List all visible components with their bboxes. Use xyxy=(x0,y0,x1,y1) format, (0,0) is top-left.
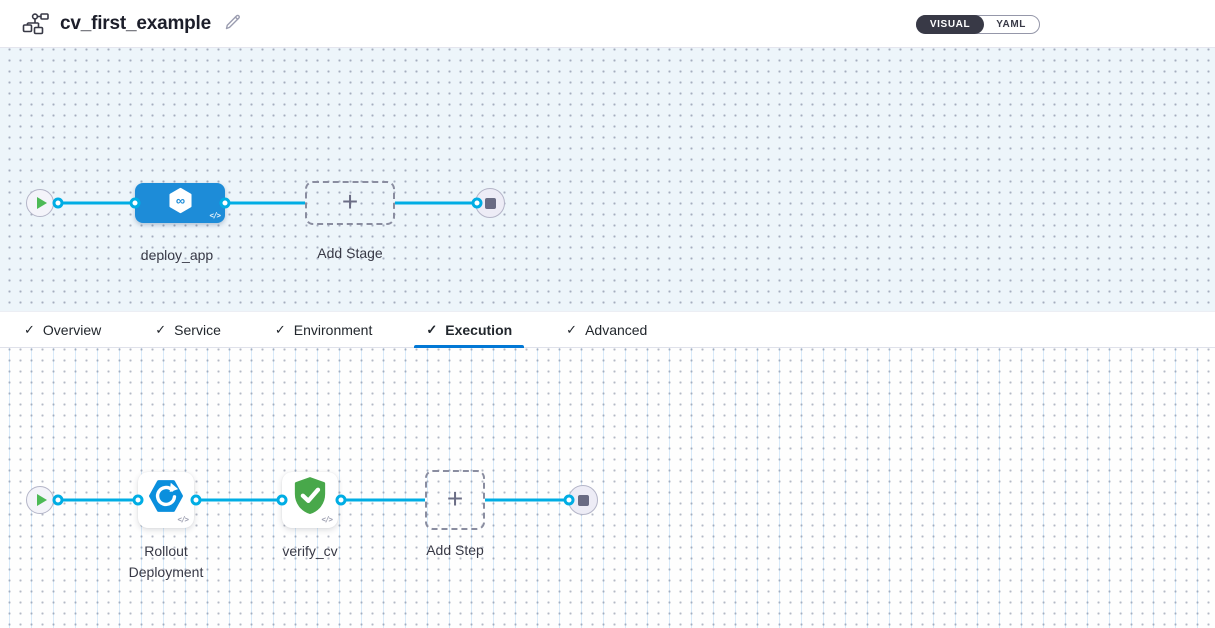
play-icon xyxy=(37,494,47,506)
step-label: verify_cv xyxy=(282,543,338,559)
tab-label: Advanced xyxy=(585,321,648,338)
check-icon: ✓ xyxy=(566,321,578,337)
connector-port xyxy=(471,197,483,209)
toggle-visual-button[interactable]: VISUAL xyxy=(915,15,985,34)
check-icon: ✓ xyxy=(155,321,167,337)
tab-label: Service xyxy=(174,321,221,338)
edit-pipeline-name-button[interactable] xyxy=(223,12,243,35)
execution-start-node[interactable] xyxy=(26,486,54,514)
connector-line xyxy=(485,498,569,502)
pencil-icon xyxy=(223,12,243,35)
svg-text:∞: ∞ xyxy=(175,193,184,208)
page-title: cv_first_example xyxy=(60,12,212,34)
add-step-label: Add Step xyxy=(426,542,484,558)
tab-execution[interactable]: ✓ Execution xyxy=(414,312,525,348)
connector-line xyxy=(395,201,477,205)
check-icon: ✓ xyxy=(426,321,438,337)
code-icon: </> xyxy=(177,515,189,524)
visual-yaml-toggle: VISUAL YAML xyxy=(915,15,1040,34)
connector-port xyxy=(276,494,288,506)
code-icon: </> xyxy=(321,515,333,524)
step-node-verify-cv[interactable]: </> xyxy=(282,472,338,528)
check-icon: ✓ xyxy=(274,321,286,337)
step-node-rollout-deployment[interactable]: </> xyxy=(138,472,194,528)
active-tab-underline xyxy=(414,345,525,348)
connector-line xyxy=(341,498,425,502)
connector-port xyxy=(219,197,231,209)
connector-port xyxy=(129,197,141,209)
k8s-rollout-icon xyxy=(148,479,184,519)
play-icon xyxy=(37,197,47,209)
tab-label: Overview xyxy=(42,321,102,338)
tab-environment[interactable]: ✓ Environment xyxy=(263,312,385,347)
execution-graph-canvas[interactable]: </> Rollout Deployment </> verify_cv + A… xyxy=(0,348,1215,628)
connector-line xyxy=(58,498,138,502)
pipeline-icon xyxy=(22,12,50,36)
connector-port xyxy=(132,494,144,506)
tab-overview[interactable]: ✓ Overview xyxy=(12,312,113,347)
stage-label: deploy_app xyxy=(140,247,214,263)
pipeline-start-node[interactable] xyxy=(26,189,54,217)
stage-config-tabs: ✓ Overview ✓ Service ✓ Environment ✓ Exe… xyxy=(0,311,1215,348)
plus-icon: + xyxy=(341,185,359,217)
connector-port xyxy=(52,494,64,506)
add-stage-button[interactable]: + xyxy=(305,181,395,225)
pipeline-studio-header: cv_first_example VISUAL YAML xyxy=(0,0,1215,48)
connector-port xyxy=(190,494,202,506)
check-icon: ✓ xyxy=(24,321,35,337)
stop-icon xyxy=(484,197,496,209)
add-stage-label: Add Stage xyxy=(317,245,383,261)
connector-line xyxy=(58,201,135,205)
connector-port xyxy=(335,494,347,506)
add-step-button[interactable]: + xyxy=(425,470,485,530)
toggle-yaml-button[interactable]: YAML xyxy=(996,19,1026,30)
stage-graph-canvas[interactable]: ∞ </> deploy_app + Add Stage xyxy=(0,48,1215,311)
step-label: Rollout Deployment xyxy=(128,543,204,580)
connector-line xyxy=(225,201,305,205)
connector-port xyxy=(563,494,575,506)
plus-icon: + xyxy=(446,482,464,514)
stop-icon xyxy=(577,494,589,506)
connector-port xyxy=(52,197,64,209)
tab-label: Environment xyxy=(293,321,373,338)
tab-advanced[interactable]: ✓ Advanced xyxy=(554,312,659,347)
connector-line xyxy=(196,498,282,502)
stage-node-deploy-app[interactable]: ∞ </> xyxy=(135,183,225,223)
verify-shield-icon xyxy=(290,476,330,521)
cd-stage-hexagon-icon: ∞ xyxy=(167,187,194,219)
tab-service[interactable]: ✓ Service xyxy=(143,312,233,347)
code-icon: </> xyxy=(209,211,221,220)
tab-label: Execution xyxy=(445,321,513,338)
